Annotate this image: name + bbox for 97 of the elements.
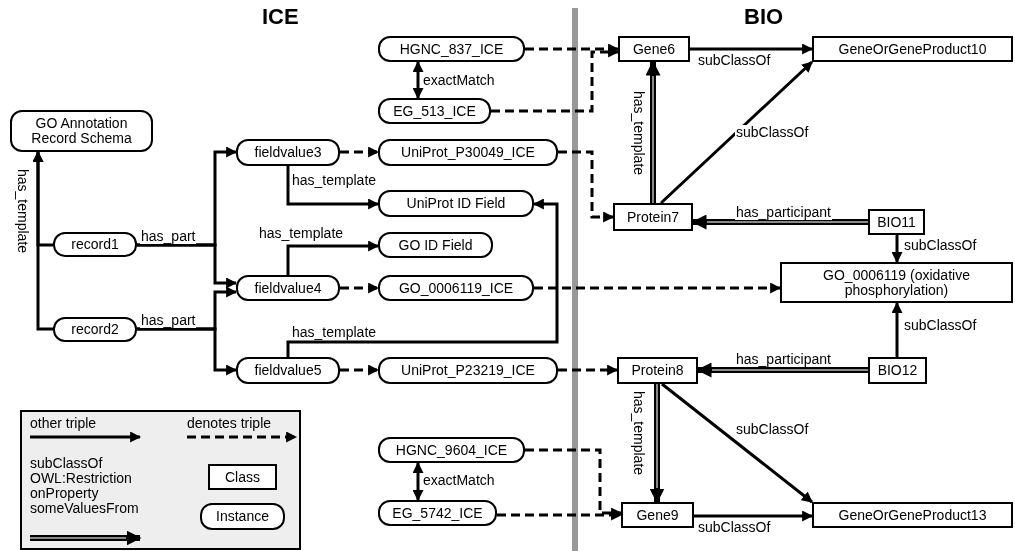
instance-legend-sample: Instance	[200, 503, 285, 530]
edge-label: has_template	[291, 173, 378, 188]
node-text: fieldvalue3	[254, 145, 322, 160]
edge-label: has_part	[140, 229, 197, 244]
node-text: EG_5742_ICE	[392, 505, 483, 521]
edge-label: has_template	[258, 226, 345, 241]
edge-label: has_part	[140, 313, 197, 328]
node-text: BIO11	[877, 214, 916, 230]
edge-label: has_participant	[735, 205, 832, 220]
arrow	[661, 382, 813, 504]
instance-node	[236, 357, 340, 384]
arrow	[659, 60, 814, 205]
dashed-arrow	[491, 46, 620, 113]
node-text: UniProt_P30049_ICE	[401, 145, 535, 160]
node-text: BIO12	[877, 363, 918, 378]
instance-node	[378, 437, 525, 463]
edge-label: subClassOf	[735, 422, 810, 437]
node-text: EG_513_ICE	[393, 103, 476, 119]
arrow	[137, 327, 238, 376]
edge-label: has_template	[631, 90, 646, 177]
node-text: HGNC_837_ICE	[399, 41, 504, 57]
instance-node	[378, 357, 558, 384]
class-node	[618, 36, 690, 62]
class-node	[812, 502, 1013, 528]
arrow	[694, 510, 814, 522]
class-node	[868, 357, 927, 384]
instance-node	[378, 98, 491, 124]
double-arrow	[649, 384, 665, 504]
node-text: Gene6	[632, 41, 675, 57]
node-text: Protein8	[631, 363, 684, 378]
edge-label: has_template	[631, 390, 646, 477]
section-heading: BIO	[744, 4, 784, 30]
arrow	[891, 301, 903, 357]
edge-label: subClassOf	[735, 125, 810, 140]
dashed-arrow	[497, 509, 623, 521]
instance-node	[10, 110, 153, 152]
legend-text: denotes triple	[187, 416, 273, 431]
class-node	[621, 502, 694, 528]
node-text: GeneOrGeneProduct13	[838, 507, 987, 523]
arrow	[690, 43, 814, 55]
instance-node	[236, 139, 340, 166]
node-text: Gene9	[636, 507, 679, 523]
instance-node	[378, 232, 493, 258]
node-text: GO ID Field	[398, 237, 473, 253]
arrow	[286, 240, 380, 275]
edge-label: subClassOf	[903, 238, 978, 253]
node-text: GO Annotation Record Schema	[30, 116, 133, 146]
dashed-arrow	[340, 364, 380, 376]
instance-node	[53, 317, 137, 342]
arrow	[412, 461, 424, 502]
arrow	[412, 60, 424, 100]
node-text: HGNC_9604_ICE	[395, 442, 508, 458]
node-text: fieldvalue4	[254, 280, 322, 296]
class-node	[812, 36, 1013, 62]
dashed-arrow	[558, 364, 619, 376]
class-node	[613, 203, 693, 231]
node-text: GO_0006119_ICE	[398, 280, 514, 296]
section-heading: ICE	[262, 4, 299, 30]
node-text: UniProt ID Field	[406, 196, 506, 211]
edge-label: subClassOf	[903, 318, 978, 333]
class-node	[617, 357, 698, 384]
edge-label: exactMatch	[422, 73, 496, 88]
dashed-arrow	[340, 146, 380, 158]
double-arrow	[645, 60, 661, 203]
node-text: UniProt_P23219_ICE	[401, 363, 535, 378]
edge-label: subClassOf	[697, 520, 772, 535]
edge-label: has_template	[15, 168, 30, 255]
class-node	[780, 262, 1013, 303]
node-text: GeneOrGeneProduct10	[838, 41, 987, 57]
node-text: GO_0006119 (oxidative phosphorylation)	[822, 267, 971, 298]
arrow	[286, 198, 559, 357]
arrow	[32, 150, 53, 331]
instance-node	[378, 275, 534, 301]
instance-node	[236, 275, 340, 301]
instance-node	[378, 500, 497, 526]
dashed-arrow	[340, 282, 380, 294]
instance-node	[378, 36, 525, 62]
node-text: Protein7	[626, 209, 680, 225]
arrow	[286, 166, 380, 210]
edge-label: has_template	[291, 325, 378, 340]
node-text: record1	[71, 237, 119, 252]
node-text: fieldvalue5	[254, 363, 322, 378]
legend-text: subClassOf OWL:Restriction onProperty someValuesFrom	[30, 456, 140, 516]
edge-label: subClassOf	[697, 53, 772, 68]
dashed-arrow	[558, 150, 615, 223]
node-text: record2	[71, 322, 119, 337]
edge-label: has_participant	[735, 352, 832, 367]
legend-text: other triple	[30, 416, 98, 431]
instance-node	[53, 232, 137, 257]
class-legend-sample: Class	[208, 464, 277, 490]
class-node	[868, 209, 925, 235]
instance-node	[378, 190, 534, 217]
arrow	[891, 235, 903, 264]
instance-node	[378, 139, 558, 166]
edge-label: exactMatch	[422, 473, 496, 488]
arrow	[137, 243, 238, 289]
dashed-arrow	[534, 282, 782, 294]
